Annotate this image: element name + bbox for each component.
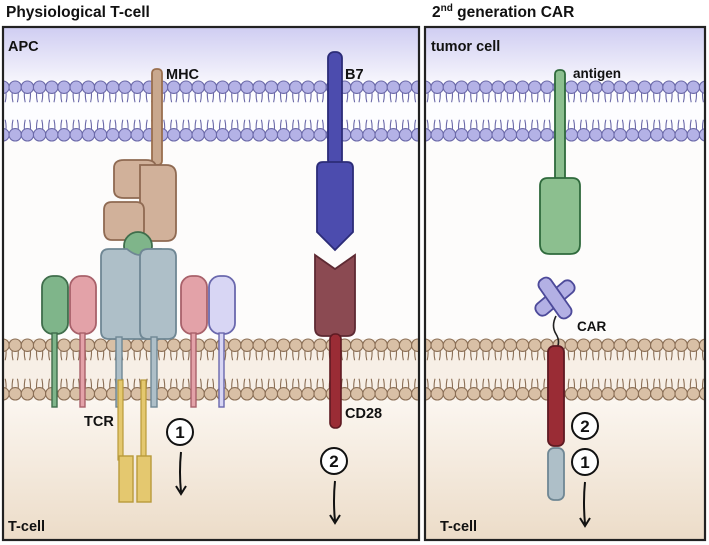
right-panel-title: 2nd generation CAR — [432, 3, 574, 21]
apc-label: APC — [8, 39, 39, 55]
car-label: CAR — [577, 319, 606, 334]
car-tcell-membrane — [425, 338, 705, 401]
svg-text:1: 1 — [580, 453, 589, 472]
cd3-green-chain — [41, 275, 69, 408]
left-tcell-label: T-cell — [8, 519, 45, 535]
cd3-pink-chain-left — [69, 275, 97, 408]
left-panel-frame — [1, 25, 421, 542]
signal-1-marker-right: 1 — [571, 448, 599, 476]
car-scfv-domain — [534, 276, 576, 320]
signal-1-marker-left: 1 — [166, 418, 194, 446]
cd28-label: CD28 — [345, 406, 382, 422]
tcell-cytoplasm — [3, 400, 419, 540]
antigen-label: antigen — [573, 66, 621, 81]
car-cd3zeta-domain — [547, 447, 565, 501]
cd28-molecule — [314, 253, 356, 429]
b7-label: B7 — [345, 67, 364, 83]
svg-text:1: 1 — [175, 423, 184, 442]
tumor-cell-label: tumor cell — [431, 39, 500, 55]
car-tcell-cytoplasm — [425, 400, 705, 540]
antigen-molecule — [539, 69, 581, 255]
mhc-molecule — [103, 68, 177, 242]
svg-text:2: 2 — [580, 417, 589, 436]
tumor-membrane — [425, 80, 705, 142]
car-cd28-domain — [547, 345, 565, 447]
apc-cytoplasm — [3, 27, 419, 81]
cd3-lavender-chain — [208, 275, 236, 408]
signal-2-marker-left: 2 — [320, 447, 348, 475]
svg-text:2: 2 — [329, 452, 338, 471]
right-panel-frame — [423, 25, 707, 542]
b7-molecule — [316, 51, 354, 252]
signal-2-arrow-left — [329, 480, 341, 525]
tcr-complex — [100, 248, 177, 503]
cd3-pink-chain-right — [180, 275, 208, 408]
signal-2-marker-right: 2 — [571, 412, 599, 440]
mhc-label: MHC — [166, 67, 200, 83]
left-panel-title: Physiological T-cell — [6, 4, 150, 21]
signal-1-arrow-left — [175, 451, 187, 496]
physiological-tcell-panel — [3, 27, 419, 540]
tcr-label: TCR — [84, 414, 114, 430]
signal-arrow-right — [579, 481, 591, 528]
right-tcell-label: T-cell — [440, 519, 477, 535]
